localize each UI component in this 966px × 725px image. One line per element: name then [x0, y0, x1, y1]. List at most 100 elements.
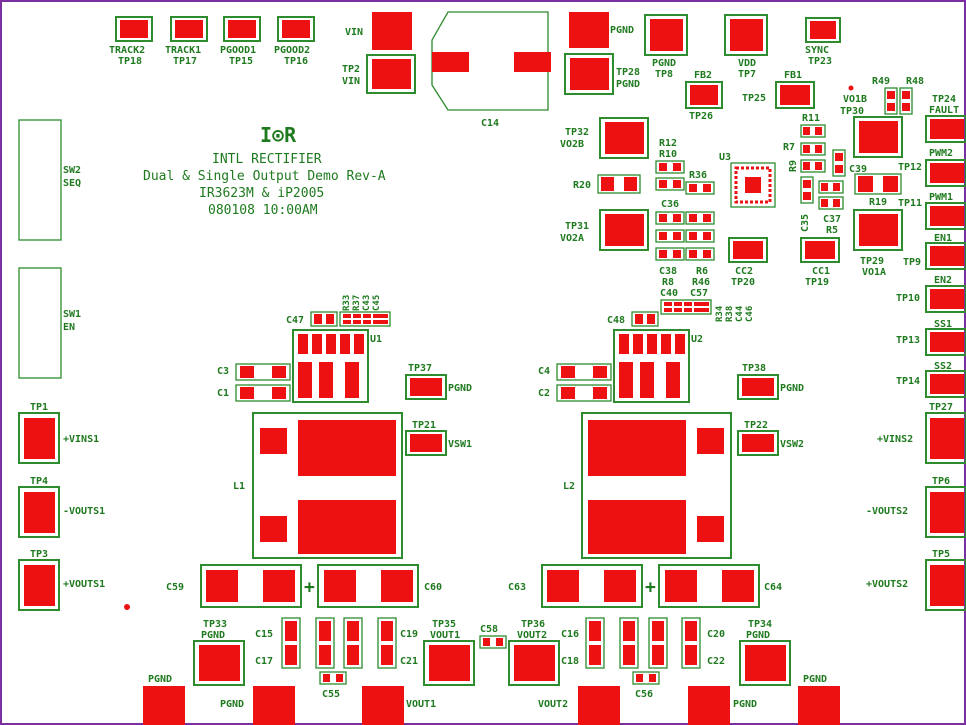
silk-label-tp19: TP19 — [805, 277, 829, 288]
silk-label-tp10: TP10 — [896, 293, 920, 304]
silk-label-c16: C16 — [561, 629, 579, 640]
silk-label-track1: TRACK1 — [165, 45, 201, 56]
silk-label-c59: C59 — [166, 582, 184, 593]
silk-label-c19: C19 — [400, 629, 418, 640]
silk-label-pwm1: PWM1 — [929, 192, 953, 203]
silk-label-r19: R19 — [869, 197, 887, 208]
silk-label-r49: R49 — [872, 76, 890, 87]
silk-label-cc1: CC1 — [812, 266, 830, 277]
silk-label-tp16: TP16 — [284, 56, 308, 67]
silk-label-pgnd-tp38: PGND — [780, 383, 804, 394]
title-block: I⊙R INTL RECTIFIER Dual & Single Output … — [143, 123, 386, 218]
silk-label-ss1: SS1 — [934, 319, 952, 330]
silk-label-fb1: FB1 — [784, 70, 802, 81]
silk-label-c47: C47 — [286, 315, 304, 326]
silk-label-r7: R7 — [783, 142, 795, 153]
silk-label-c60: C60 — [424, 582, 442, 593]
silk-label-c15: C15 — [255, 629, 273, 640]
silk-label-vo2b: VO2B — [560, 139, 584, 150]
silk-label-tp20: TP20 — [731, 277, 755, 288]
silk-label-r33: R33 — [342, 295, 352, 311]
silk-label-vin: VIN — [345, 27, 363, 38]
silk-label-tp13: TP13 — [896, 335, 920, 346]
silk-label-tp25: TP25 — [742, 93, 766, 104]
silk-label-en: EN — [63, 322, 75, 333]
silk-label-c58: C58 — [480, 624, 498, 635]
silk-label-tp22: TP22 — [744, 420, 768, 431]
silk-label-tp6: TP6 — [932, 476, 950, 487]
silk-label-tp2: TP2 — [342, 64, 360, 75]
silk-label-vo2a: VO2A — [560, 233, 584, 244]
u1-ic: U1 — [292, 329, 382, 403]
u1-passives: R33 R37 C43 C45 C47 — [286, 295, 391, 327]
silk-label-c55: C55 — [322, 689, 340, 700]
silk-label-r36: R36 — [689, 170, 707, 181]
silk-label-vsw2: VSW2 — [780, 439, 804, 450]
u2-ic: U2 — [613, 329, 703, 403]
silk-label-c39: C39 — [849, 164, 867, 175]
silk-label-1: Dual & Single Output Demo Rev-A — [143, 169, 386, 184]
silk-label-tp32: TP32 — [565, 127, 589, 138]
silk-label-pgnd-tp8: PGND — [652, 58, 676, 69]
silk-label-pgnd-b2: PGND — [220, 699, 244, 710]
l2-inductor: L2 — [563, 412, 732, 559]
silk-label-c57: C57 — [690, 288, 708, 299]
silk-label-vins1: +VINS1 — [63, 434, 99, 445]
c59-c60-capacitors: C59 + C60 — [166, 564, 442, 608]
silk-label-r8: R8 — [662, 277, 674, 288]
silk-label-vdd: VDD — [738, 58, 756, 69]
l1-inductor: L1 — [233, 412, 403, 559]
silk-label-tp23: TP23 — [808, 56, 832, 67]
silk-label-c3: C3 — [217, 366, 229, 377]
silk-label-tp18: TP18 — [118, 56, 142, 67]
silk-label-r20: R20 — [573, 180, 591, 191]
silk-label-pgnd-b3: PGND — [733, 699, 757, 710]
silk-label-tp30: TP30 — [840, 106, 864, 117]
silk-label-c21: C21 — [400, 656, 418, 667]
silk-label-c44: C44 — [735, 305, 745, 322]
silk-label-sync: SYNC — [805, 45, 829, 56]
silk-label-r11: R11 — [802, 113, 820, 124]
silk-label-c22: C22 — [707, 656, 725, 667]
silk-label-vouts1-neg: -VOUTS1 — [63, 506, 105, 517]
silk-label-tp33: TP33 — [203, 619, 227, 630]
silk-label-tp1: TP1 — [30, 402, 48, 413]
silk-label-l1: L1 — [233, 481, 245, 492]
silk-label-en1: EN1 — [934, 233, 952, 244]
silk-label-tp38: TP38 — [742, 363, 766, 374]
silk-label-0: INTL RECTIFIER — [212, 152, 322, 167]
silk-label-fault: FAULT — [929, 105, 959, 116]
silk-label-c37: C37 — [823, 214, 841, 225]
silk-label-c40: C40 — [660, 288, 678, 299]
silk-label-tp12: TP12 — [898, 162, 922, 173]
silk-label-c1: C1 — [217, 388, 229, 399]
silk-label-c35: C35 — [800, 214, 811, 232]
silk-label-c43: C43 — [362, 295, 372, 311]
small-passive-pads-left — [655, 160, 715, 261]
silk-label-pgood2: PGOOD2 — [274, 45, 310, 56]
u3-ic — [730, 162, 776, 208]
silk-label-ss2: SS2 — [934, 361, 952, 372]
silk-label-vouts2-neg: -VOUTS2 — [866, 506, 908, 517]
silk-label-c4: C4 — [538, 366, 550, 377]
silk-label-pgnd-b4: PGND — [803, 674, 827, 685]
silk-label-tp36: TP36 — [521, 619, 545, 630]
silk-label-pgnd-tp34: PGND — [746, 630, 770, 641]
silk-label-tp8: TP8 — [655, 69, 673, 80]
silk-label-c17: C17 — [255, 656, 273, 667]
silk-label-u1: U1 — [370, 334, 382, 345]
polarity-plus-2: + — [645, 577, 656, 598]
silk-label-tp15: TP15 — [229, 56, 253, 67]
silk-label-pgnd-top: PGND — [610, 25, 634, 36]
silk-label-r5: R5 — [826, 225, 838, 236]
silk-label-vins2: +VINS2 — [877, 434, 913, 445]
silk-label-tp28: TP28 — [616, 67, 640, 78]
silk-label-r6: R6 — [696, 266, 708, 277]
silk-label-3: 080108 10:00AM — [208, 203, 318, 218]
